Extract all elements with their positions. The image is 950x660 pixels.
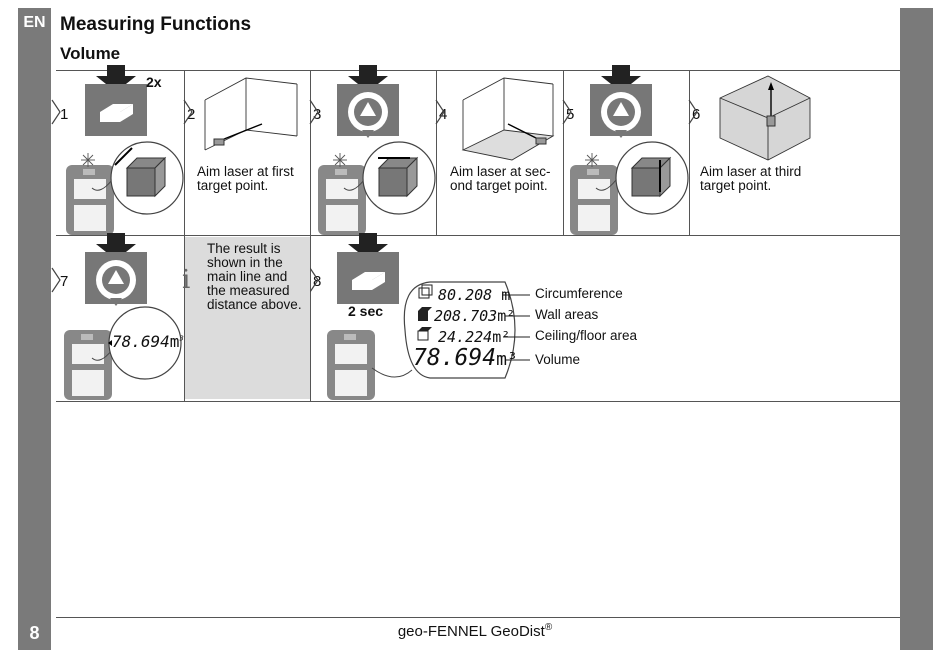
row-divider	[56, 235, 900, 236]
result-number: 24.224	[438, 328, 493, 346]
result-value-main: 78.694m³	[413, 345, 518, 371]
page-subtitle: Volume	[60, 44, 121, 63]
step-number: 6	[692, 106, 701, 123]
step-number: 5	[566, 106, 575, 123]
result-unit: m²	[492, 328, 511, 346]
page-number: 8	[29, 622, 40, 643]
step-number: 2	[187, 106, 196, 123]
result-value: 24.224m²	[438, 328, 510, 346]
step-number: 1	[60, 106, 69, 123]
caption-step4: Aim laser at sec- ond target point.	[450, 164, 551, 193]
display-unit: m	[169, 332, 180, 351]
result-number: 208.703	[434, 307, 498, 325]
result-unit: m²	[497, 307, 516, 325]
result-label: Circumference	[535, 286, 623, 301]
footer-rule	[56, 617, 900, 618]
result-unit: m	[501, 286, 511, 304]
info-text: The result is shown in the main line and…	[207, 241, 302, 312]
left-sidebar	[18, 8, 51, 650]
result-label: Volume	[535, 352, 581, 367]
result-unit: m³	[496, 349, 518, 370]
display-value: 78.694	[112, 332, 170, 351]
info-panel	[185, 237, 310, 399]
separator	[184, 236, 185, 401]
language-tab: EN	[23, 14, 46, 31]
press-count-label: 2x	[146, 74, 162, 90]
separator	[436, 70, 437, 235]
result-value: 208.703m²	[434, 307, 515, 325]
separator	[184, 70, 185, 235]
separator	[689, 70, 690, 235]
right-sidebar	[900, 8, 933, 650]
hold-label: 2 sec	[348, 303, 384, 319]
page-title: Measuring Functions	[60, 14, 252, 35]
result-value: 80.208 m	[438, 286, 510, 304]
result-number: 80.208	[438, 286, 493, 304]
step-number: 3	[313, 106, 322, 123]
separator	[310, 70, 311, 235]
caption-step6: Aim laser at third target point.	[700, 164, 802, 193]
info-icon: i	[182, 265, 191, 295]
caption-step2: Aim laser at first target point.	[197, 164, 294, 193]
row1-top-rule	[56, 70, 900, 71]
separator	[563, 70, 564, 235]
result-label: Ceiling/floor area	[535, 328, 638, 343]
footer-text: geo-FENNEL GeoDist	[397, 623, 545, 640]
step-number: 7	[60, 273, 69, 290]
registered-mark: ®	[544, 622, 553, 633]
footer: geo-FENNEL GeoDist®	[0, 622, 950, 640]
result-label: Wall areas	[535, 307, 599, 322]
result-number: 78.694	[413, 345, 497, 371]
step-number: 4	[439, 106, 448, 123]
separator	[310, 236, 311, 401]
row2-bottom-rule	[56, 401, 900, 402]
display-reading: 78.694m3	[112, 332, 184, 351]
